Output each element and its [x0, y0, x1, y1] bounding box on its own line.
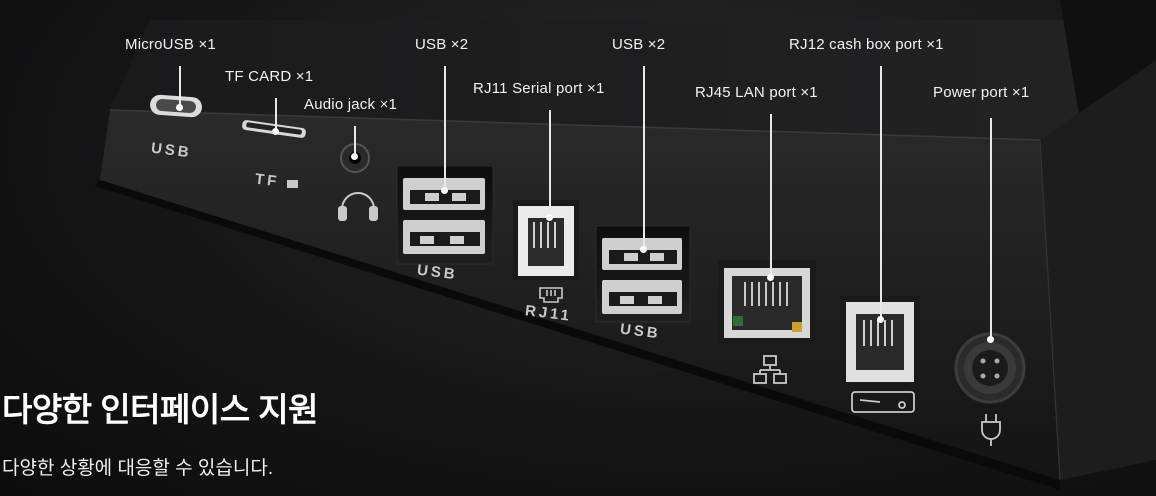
- sd-card-icon: [287, 180, 298, 188]
- power-plug-icon: [981, 414, 1001, 446]
- cash-drawer-icon: [851, 391, 915, 413]
- leader-dot-rj11: [546, 214, 553, 221]
- headline: 다양한 인터페이스 지원: [2, 391, 318, 428]
- leader-dot-usb-right: [640, 246, 647, 253]
- rj11-port: [513, 200, 579, 280]
- device-front-face: [100, 110, 1060, 480]
- leader-dot-rj12: [877, 316, 884, 323]
- device-front-edge: [95, 180, 1060, 490]
- leader-audio: [354, 126, 356, 156]
- callout-audio: Audio jack ×1: [304, 96, 398, 113]
- device-top-surface: [110, 20, 1156, 140]
- callout-rj12: RJ12 cash box port ×1: [789, 36, 944, 53]
- leader-rj45: [770, 114, 772, 278]
- callout-power: Power port ×1: [933, 84, 1030, 101]
- leader-dot-usb-left: [441, 187, 448, 194]
- leader-usb-left: [444, 66, 446, 190]
- leader-usb-right: [643, 66, 645, 250]
- headphone-icon: [338, 192, 378, 221]
- lan-network-icon: [753, 355, 787, 384]
- callout-usb-right: USB ×2: [612, 36, 666, 53]
- power-port: [954, 332, 1026, 404]
- leader-rj12: [880, 66, 882, 320]
- port-label-tf: TF: [254, 170, 281, 191]
- callout-rj45: RJ45 LAN port ×1: [695, 84, 818, 101]
- subline: 다양한 상황에 대응할 수 있습니다.: [2, 458, 274, 479]
- serial-icon: [539, 287, 563, 303]
- device-side: [1040, 60, 1156, 480]
- leader-tfcard: [275, 98, 277, 132]
- leader-dot-tfcard: [272, 128, 279, 135]
- callout-usb-left: USB ×2: [415, 36, 469, 53]
- callout-microusb: MicroUSB ×1: [125, 36, 216, 53]
- leader-dot-power: [987, 336, 994, 343]
- device-edge-highlight: [109, 109, 1041, 141]
- leader-dot-microusb: [176, 104, 183, 111]
- device-edge-right: [1039, 139, 1061, 481]
- rj45-port: [718, 260, 816, 344]
- callout-tfcard: TF CARD ×1: [225, 68, 314, 85]
- rj45-activity-led: [792, 322, 802, 332]
- rj45-link-led: [733, 316, 743, 326]
- leader-dot-audio: [351, 153, 358, 160]
- leader-rj11: [549, 110, 551, 218]
- leader-power: [990, 118, 992, 340]
- leader-microusb: [179, 66, 181, 108]
- leader-dot-rj45: [767, 274, 774, 281]
- callout-rj11: RJ11 Serial port ×1: [473, 80, 605, 97]
